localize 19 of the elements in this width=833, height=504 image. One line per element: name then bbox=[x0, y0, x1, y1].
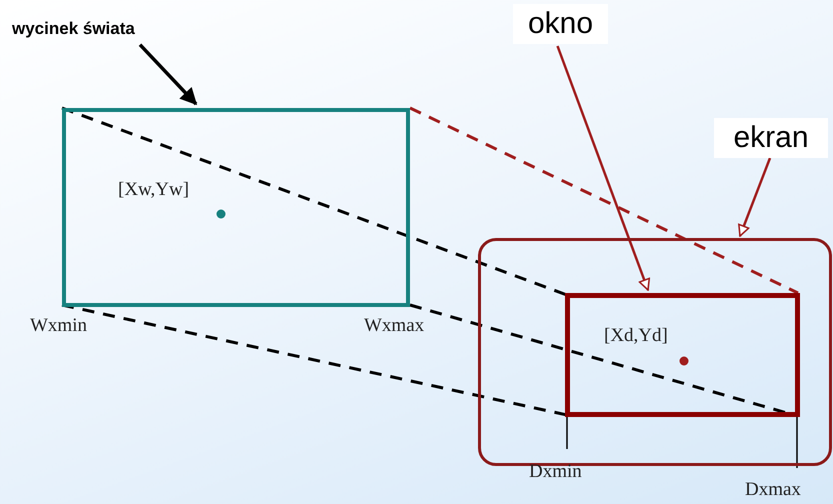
dashed-projection-line bbox=[409, 106, 799, 294]
callout-text: okno bbox=[513, 4, 608, 44]
axis-label: Wxmax bbox=[364, 316, 424, 335]
dashed-projection-line bbox=[61, 106, 568, 296]
screen-rectangle bbox=[478, 238, 832, 466]
axis-label: Dxmax bbox=[745, 480, 801, 499]
arrow bbox=[138, 43, 198, 106]
arrow bbox=[556, 46, 650, 291]
callout-text: wycinek świata bbox=[12, 20, 135, 39]
coordinate-label: [Xw,Yw] bbox=[118, 180, 190, 199]
arrow bbox=[738, 158, 772, 237]
axis-label: Dxmin bbox=[529, 462, 582, 481]
world-rectangle bbox=[62, 108, 410, 307]
callout-text: ekran bbox=[714, 118, 828, 158]
coordinate-label: [Xd,Yd] bbox=[604, 326, 668, 345]
window-rectangle bbox=[565, 293, 800, 417]
dashed-projection-line bbox=[62, 304, 568, 416]
axis-label: Wxmin bbox=[30, 316, 87, 335]
dashed-projection-line bbox=[410, 304, 788, 414]
